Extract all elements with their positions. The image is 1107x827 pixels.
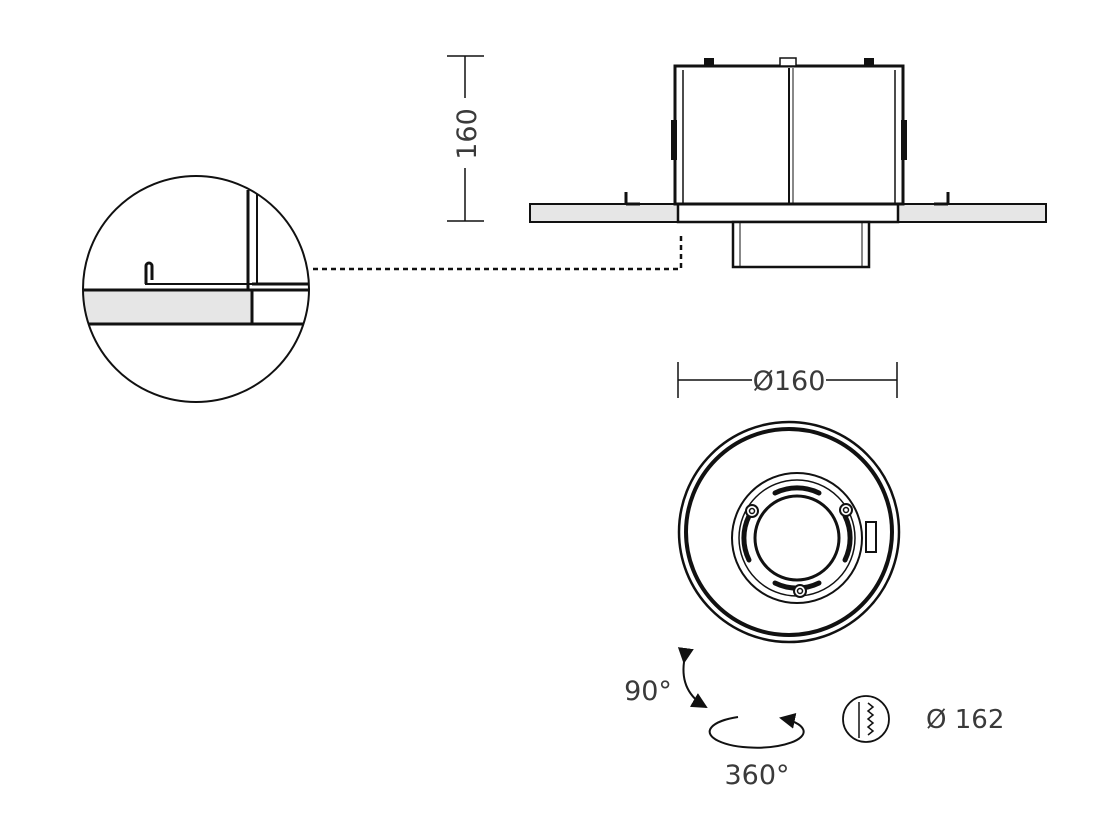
height-label: 160 xyxy=(452,108,483,160)
tilt-label: 90° xyxy=(624,676,672,707)
ceiling-slab-right xyxy=(897,203,1047,223)
curved-double-arrow-icon xyxy=(677,647,708,709)
ceiling-slab-left xyxy=(529,203,679,223)
diameter-label: Ø160 xyxy=(753,366,826,397)
detail-circle xyxy=(82,175,310,403)
top-view xyxy=(677,420,901,644)
height-dimension: 160 xyxy=(447,55,484,222)
lower-cylinder xyxy=(731,220,871,269)
ellipse-rotation-arrow-icon xyxy=(708,713,805,749)
detail-leader xyxy=(312,236,683,271)
side-view xyxy=(529,57,1047,269)
spin-label: 360° xyxy=(724,760,789,791)
spin-symbol: 360° xyxy=(708,713,805,791)
diameter-dimension: Ø160 xyxy=(677,362,898,398)
cutout-spec: Ø 162 xyxy=(842,695,1004,743)
tilt-symbol: 90° xyxy=(624,647,708,709)
trim-flange xyxy=(676,202,900,224)
cutout-label: Ø 162 xyxy=(926,705,1004,735)
detail-view xyxy=(82,175,310,403)
saw-cutout-icon xyxy=(842,695,890,743)
